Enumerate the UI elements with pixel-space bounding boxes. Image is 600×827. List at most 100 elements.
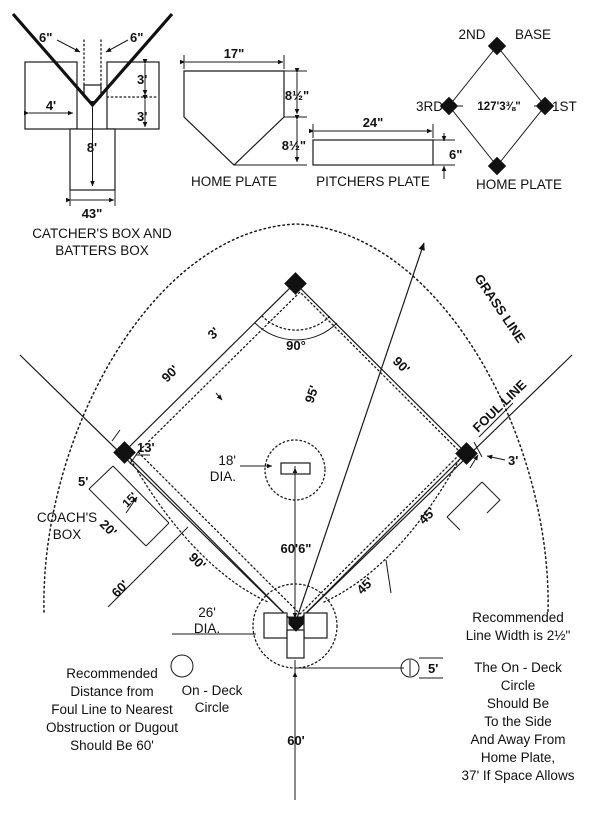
dim-18ft-unit: DIA. — [210, 469, 236, 484]
dim-18ft: 18' — [218, 453, 236, 468]
second-base-marker — [284, 272, 307, 295]
diamond-label-home: HOME PLATE — [476, 177, 562, 192]
right-batters-box-field — [303, 612, 328, 639]
catchers-box-caption-1: CATCHER'S BOX AND — [32, 226, 172, 241]
dim-85in-bot: 8½" — [282, 138, 306, 153]
basepath-arrow-tick — [215, 392, 223, 401]
first-base-3ft-leader — [486, 454, 506, 461]
dim-3ft-first: 3' — [508, 453, 518, 468]
coach-box-edge-d — [112, 465, 170, 524]
home-plate-figure: 17" 8½" 8½" HOME PLATE — [179, 46, 309, 189]
dim-90ft-upper-left: 90' — [159, 362, 182, 385]
right-foul-line — [294, 354, 573, 625]
left-batters-box-field — [263, 612, 288, 639]
second-base-angle-arc-dotted — [261, 315, 331, 331]
right-batters-box — [106, 61, 160, 130]
on-deck-circle-right — [400, 658, 420, 678]
dim-95ft: 95' — [302, 383, 322, 404]
dim-20ft-coach-box: 20' — [97, 517, 120, 540]
foul-line-underline — [478, 402, 514, 438]
left-batters-box — [24, 61, 78, 130]
left-note-line-2: Distance from — [70, 684, 153, 699]
right-note-line-6: Home Plate, — [481, 750, 555, 765]
leader-6in-left — [56, 39, 81, 53]
dim-26ft-unit: DIA. — [194, 621, 220, 636]
right-note-line-4: To the Side — [484, 714, 552, 729]
pitchers-plate-figure: 24" 6" PITCHERS PLATE — [308, 115, 462, 189]
grass-line-label: GRASS LINE — [472, 271, 529, 346]
base-diamond-figure: 127'3⅜" 2ND BASE 3RD 1ST HOME PLATE — [416, 27, 577, 192]
dim-6in-left: 6" — [39, 30, 52, 45]
third-base-13ft-tick-b — [129, 451, 139, 465]
dim-85in-top: 8½" — [285, 88, 309, 103]
right-note-line-7: 37' If Space Allows — [462, 768, 575, 783]
home-plate-marker — [83, 84, 102, 106]
coach-box-label-2: BOX — [53, 527, 82, 542]
right-note-line-2: Circle — [501, 678, 536, 693]
left-60ft-line — [107, 526, 189, 608]
dim-60ft-left: 60' — [109, 577, 132, 600]
dim-90ft-lower-left: 90' — [186, 550, 209, 573]
first-base-marker — [455, 442, 478, 465]
dim-60ft-backstop: 60' — [287, 733, 305, 748]
diamond-label-2nd: 2ND — [458, 27, 485, 42]
right-bracket-short — [385, 559, 392, 594]
right-note-top-line-2: Line Width is 2½" — [466, 628, 571, 643]
dim-3ft-upper: 3' — [137, 72, 147, 87]
infield-dirt-left-dotted — [130, 459, 269, 603]
pitchers-plate-caption: PITCHERS PLATE — [316, 174, 430, 189]
coach-box-15-arrow — [125, 496, 138, 514]
first-base-3ft-tick — [473, 441, 483, 458]
third-base-marker — [113, 441, 136, 464]
second-base-angle-arc — [254, 322, 338, 341]
dim-3ft-lower: 3' — [137, 109, 147, 124]
dim-45ft-lower: 45' — [354, 574, 377, 597]
coach-box-edge-c — [145, 522, 170, 547]
dim-13ft-third: 13' — [137, 440, 155, 455]
on-deck-label-2: Circle — [195, 700, 230, 715]
foul-line-label: FOUL LINE — [470, 377, 530, 436]
catchers-box-caption-2: BATTERS BOX — [55, 243, 149, 258]
leader-6in-right — [105, 39, 129, 53]
diamond-label-base: BASE — [515, 27, 551, 42]
dim-90ft-upper-right: 90' — [390, 354, 413, 377]
dim-3ft-basepath: 3' — [205, 324, 223, 342]
right-note-line-1: The On - Deck — [474, 660, 562, 675]
infield-dirt-right-dotted — [323, 459, 460, 603]
dim-8ft: 8' — [87, 140, 97, 155]
on-deck-circle-shape — [170, 654, 194, 678]
left-note-line-1: Recommended — [66, 666, 158, 681]
angle-90-degrees: 90° — [286, 338, 306, 353]
left-note-line-5: Should Be 60' — [70, 738, 154, 753]
right-note-top-line-1: Recommended — [472, 610, 564, 625]
dim-26ft: 26' — [198, 605, 216, 620]
dim-4ft: 4' — [46, 98, 56, 113]
diamond-3rd-base — [439, 96, 459, 116]
diamond-1st-base — [535, 96, 555, 116]
left-note-line-3: Foul Line to Nearest — [51, 702, 173, 717]
diamond-label-1st: 1ST — [552, 99, 577, 114]
diamond-label-3rd: 3RD — [416, 99, 443, 114]
left-foul-line — [19, 354, 296, 625]
right-note-block: Recommended Line Width is 2½" The On - D… — [462, 610, 575, 783]
dim-5ft-on-deck: 5' — [428, 661, 438, 676]
left-note-block: Recommended Distance from Foul Line to N… — [46, 666, 178, 753]
on-deck-label-1: On - Deck — [182, 683, 243, 698]
dim-43in: 43" — [82, 206, 103, 221]
dim-45ft-upper: 45' — [416, 504, 439, 527]
left-note-line-4: Obstruction or Dugout — [46, 720, 178, 735]
diamond-2nd-base — [487, 36, 507, 56]
home-plate-marker-field — [288, 616, 304, 632]
dim-6in-depth: 6" — [449, 147, 462, 162]
dim-6in-right: 6" — [130, 30, 143, 45]
catchers-box-figure: 6" 6" 4' 3' 3' 8' 43" CATCHER'S BOX AND … — [11, 12, 174, 258]
first-base-3ft-arrow — [469, 454, 479, 469]
catchers-box-field — [286, 629, 305, 659]
right-note-line-3: Should Be — [487, 696, 549, 711]
dim-5ft-coach-box: 5' — [78, 474, 88, 489]
dim-17in: 17" — [224, 46, 245, 61]
coach-box-edge-b — [88, 488, 147, 547]
line-95ft — [294, 242, 425, 625]
